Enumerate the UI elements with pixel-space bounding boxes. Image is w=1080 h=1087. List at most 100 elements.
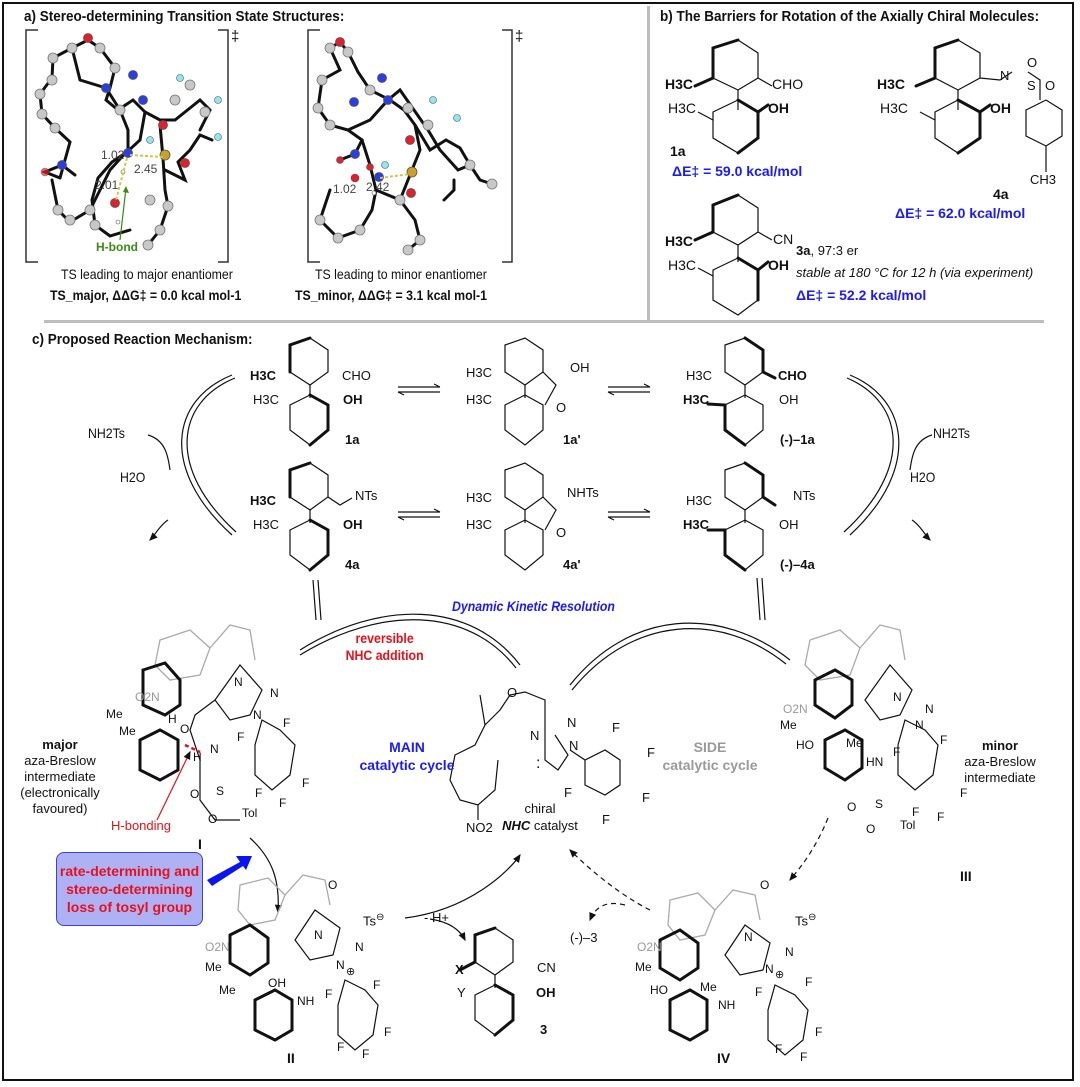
intermediate-line: intermediate: [24, 769, 96, 784]
II-f-1: F: [373, 978, 381, 992]
separator-horizontal: [44, 320, 1044, 323]
1a-prime-ring-o: O: [556, 400, 567, 415]
product-3-y: Y: [457, 985, 466, 1000]
equilibrium-arrows: [397, 383, 651, 521]
minus-1a-h3c-top: H3C: [686, 368, 713, 383]
4a-group-h3c: H3C: [880, 100, 909, 116]
I-nh-hydrogen: H: [193, 750, 202, 764]
IV-f-5: F: [775, 1042, 783, 1056]
compound-3a-id: 3a: [796, 243, 811, 258]
4a-prime-ring-o: O: [556, 525, 567, 540]
II-f-2: F: [325, 987, 333, 1001]
II-f-4: F: [362, 1047, 370, 1061]
I-f-5: F: [255, 786, 263, 800]
III-f-5: F: [912, 805, 920, 819]
IV-me-top: Me: [635, 960, 652, 974]
1a-prime-h3c-top: H3C: [466, 365, 493, 380]
I-f-2: F: [237, 730, 245, 744]
product-3-oh: OH: [536, 985, 556, 1000]
ts-major-dagger: ‡: [231, 28, 240, 45]
1a-oh: OH: [343, 392, 363, 407]
proton-loss-label: - H+: [424, 910, 449, 925]
1a-group-oh: OH: [768, 100, 789, 116]
h-bond-label: H-bond: [96, 240, 138, 254]
IV-n4: N: [744, 930, 753, 944]
IV-n1-plus: N: [765, 962, 774, 976]
ts-major-atoms: [34, 33, 222, 251]
product-3-label: 3: [540, 1022, 548, 1037]
compound-4a-label-mech: 4a: [345, 557, 360, 572]
3a-group-h3c-bold: H3C: [665, 233, 694, 249]
reagent-nh2ts-left: NH2Ts: [88, 425, 125, 441]
ts-major-structure: [25, 29, 513, 263]
II-me-bottom: Me: [219, 983, 236, 997]
I-nitrogen: N: [210, 742, 219, 756]
biaryl-1a-prime: [504, 337, 557, 446]
I-me-bottom: Me: [119, 724, 136, 738]
favoured-line: favoured): [32, 801, 88, 816]
4a-group-s: S: [1027, 78, 1036, 93]
nhc-oxygen: O: [507, 685, 518, 700]
compound-3a-barrier: ΔE‡ = 52.2 kcal/mol: [796, 287, 927, 303]
II-nitro: O2N: [205, 940, 230, 954]
I-sulfonyl-o2: O: [208, 812, 218, 826]
nhc-nitro: NO2: [466, 820, 493, 835]
4a-group-o2: O: [1045, 78, 1056, 93]
ts-major-energy: TS_major, ΔΔG‡ = 0.0 kcal mol-1: [50, 287, 242, 303]
byproduct-h2o-left: H2O: [120, 469, 146, 485]
IV-tosylate: Ts⊖: [795, 912, 816, 928]
dkr-arcs: [299, 577, 791, 691]
biaryl-4a-prime: [504, 462, 557, 571]
IV-f-2: F: [755, 985, 763, 999]
minor-word: minor: [981, 738, 1019, 753]
4a-prime-h3c-bottom: H3C: [466, 517, 493, 532]
panel-b-title: b) The Barriers for Rotation of the Axia…: [660, 8, 1040, 25]
ts-minor-energy: TS_minor, ΔΔG‡ = 3.1 kcal mol-1: [295, 287, 487, 303]
I-oh-hydrogen: H: [168, 712, 177, 726]
III-sulfur: S: [875, 797, 884, 811]
ts-major-interactions: [115, 154, 164, 201]
1a-h3c-bold: H3C: [250, 368, 277, 383]
IV-positive-charge-icon: ⊕: [775, 969, 785, 981]
4a-prime-h3c-top: H3C: [466, 490, 493, 505]
aza-breslow-line: aza-Breslow: [24, 753, 96, 768]
intermediate-I-structure: [138, 624, 296, 821]
1a-cho: CHO: [342, 368, 371, 383]
IV-me-bottom: Me: [700, 980, 717, 994]
ts-minor-distance-ns: 2.42: [366, 180, 390, 194]
III-me-bottom: Me: [846, 736, 863, 750]
minus-4a-h3c-bold: H3C: [683, 517, 710, 532]
compound-4a-barrier: ΔE‡ = 62.0 kcal/mol: [895, 205, 1026, 221]
intermediate-I-label: I: [198, 836, 202, 852]
II-tosylate: Ts⊖: [363, 912, 384, 928]
aza-breslow-line-minor: aza-Breslow: [964, 754, 1036, 769]
ts-minor-distance-nh: 1.02: [333, 182, 357, 196]
minus-4a-h3c-top: H3C: [686, 493, 713, 508]
ts-major-distance-nh: 1.02: [101, 148, 125, 162]
compound-1a-structure: [693, 38, 1063, 316]
3a-group-oh: OH: [768, 257, 789, 273]
4a-group-n: N: [1000, 68, 1010, 83]
III-sulfonyl-o2: O: [866, 822, 876, 836]
intermediate-III-structure: [804, 624, 939, 791]
IV-oxygen: O: [760, 878, 770, 892]
compound-3a-stability-note: stable at 180 °C for 12 h (via experimen…: [796, 265, 1034, 280]
product-3-cn: CN: [537, 960, 556, 975]
II-imine-nh: NH: [297, 994, 315, 1008]
intermediate-II-structure: [228, 874, 379, 1051]
I-f-3: F: [302, 776, 310, 790]
ts-major-caption: TS leading to major enantiomer: [61, 266, 233, 282]
chiral-line: chiral: [524, 801, 556, 816]
reagent-nh2ts-right: NH2Ts: [933, 425, 970, 441]
minus-4a-oh: OH: [779, 517, 799, 532]
II-oxygen: O: [328, 878, 338, 892]
1a-prime-oh: OH: [570, 360, 590, 375]
III-f-4: F: [937, 810, 945, 824]
biaryl-1a: [288, 336, 330, 447]
nhc-catalyst-line: NHC catalyst: [500, 817, 580, 834]
side-product-minus-3: (-)–3: [570, 930, 598, 945]
biaryl-minus-4a: [706, 461, 777, 572]
II-n1-plus: N: [336, 958, 345, 972]
biaryl-minus-1a: [706, 336, 777, 447]
